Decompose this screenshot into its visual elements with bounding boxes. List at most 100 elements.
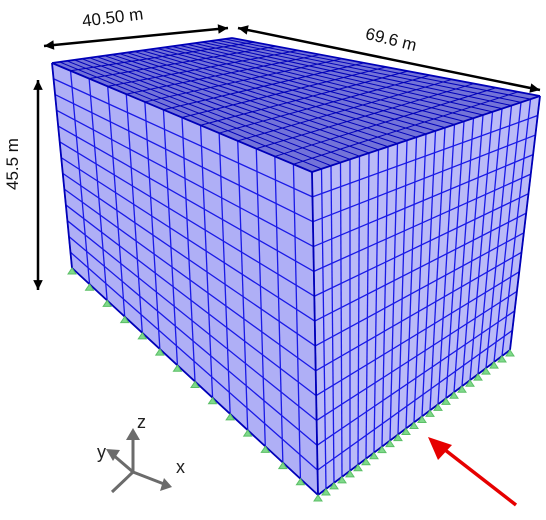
frame-member [88,78,108,301]
fixed-support-icon [473,373,483,381]
frame-member [65,204,317,397]
fixed-support-icon [505,349,515,357]
frame-member [357,156,361,465]
length-dimension-arrow-head [529,83,540,93]
fixed-support-icon [321,488,331,496]
frame-member [63,188,317,372]
fixed-support-icon [154,348,165,356]
frame-member [365,152,370,459]
frame-member [292,164,302,479]
frame-member [96,56,370,154]
red-arrow-icon [438,444,518,507]
fixed-support-icon [401,427,411,436]
frame-member [201,41,503,110]
frame-member [70,251,318,471]
frame-member [429,127,446,411]
fixed-support-icon [489,361,499,369]
frame-member [134,51,417,138]
length-dimension-arrow-head [238,25,249,35]
frame-member [171,45,465,122]
fixed-support-icon [393,433,403,442]
fixed-support-icon [260,445,271,453]
frame-member [144,101,161,350]
fixed-support-icon [102,299,113,307]
frame-member [68,235,318,446]
frame-member [413,133,427,423]
fixed-support-icon [137,331,148,340]
frame-member [125,94,143,333]
fixed-support-icon [207,396,218,405]
frame-member [141,50,427,135]
fixed-support-icon [329,482,339,490]
frame-member [501,99,532,357]
fixed-support-icon [465,379,475,387]
fixed-support-icon [190,380,200,388]
frame-member [493,102,522,363]
frame-member [54,93,314,223]
frame-member [311,95,541,173]
fixed-support-icon [353,463,363,472]
frame-member [59,141,315,297]
frame-member [421,130,437,417]
frame-member [51,62,313,173]
frame-member [315,251,522,372]
red-arrow-icon-head [428,437,452,460]
y-axis-icon-head [106,449,120,461]
frame-member [69,70,91,285]
frame-member [485,105,513,369]
frame-member [66,60,332,167]
frame-member [312,134,536,223]
frame-member [315,271,520,397]
fixed-support-icon [497,355,507,363]
x-axis-icon-head [160,478,172,491]
frame-member [397,140,408,435]
frame-member [164,46,455,125]
frame-member [381,146,389,447]
frame-member [509,95,541,351]
fixed-support-icon [242,429,253,437]
fixed-support-icon [441,397,451,405]
fixed-support-icon [337,475,347,484]
frame-member [320,168,327,489]
fixed-support-icon [385,439,395,448]
fixed-support-icon [67,267,77,275]
frame-member [445,121,465,399]
frame-member [330,165,335,483]
frame-member [81,58,351,160]
fixed-support-icon [295,477,306,486]
fixed-support-icon [345,469,355,478]
y-axis-label: y [97,442,106,462]
fixed-support-icon [369,451,379,460]
length-dimension-arrow [237,26,541,92]
frame-member [199,125,214,398]
width-dimension-arrow [43,26,229,48]
frame-member [107,86,126,317]
frame-member [51,37,233,64]
frame-member [469,111,494,381]
frame-member [66,220,318,421]
fixed-support-icon [225,413,236,421]
left-face [52,63,318,495]
frame-member [316,310,515,446]
fixed-support-icon [409,421,419,429]
frame-member [314,212,527,322]
frame-member [89,57,360,157]
triad-tail [110,470,135,494]
frame-member [56,109,314,248]
frame-member [255,148,266,447]
frame-member [316,290,518,422]
frame-member [437,124,456,405]
height-dimension-arrow-head [33,80,43,90]
frame-member [477,108,503,375]
fixed-support-icon [377,445,387,454]
frame-member [339,162,343,477]
frame-member [237,140,249,431]
frame-member [74,59,341,163]
frame-member [59,61,322,170]
frame-member [126,52,408,141]
z-axis-icon-head [126,428,140,440]
frame-member [149,48,436,132]
frame-member [60,157,316,322]
